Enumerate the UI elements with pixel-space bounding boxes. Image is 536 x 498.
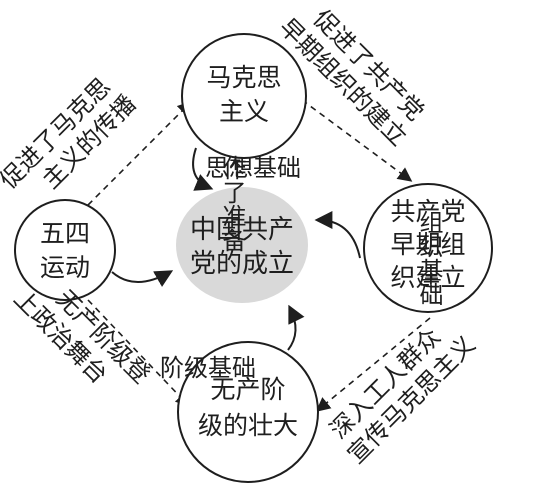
proletariat-node-line-1: 无产阶 [210, 375, 285, 404]
marxism-node-circle [181, 33, 307, 159]
may-fourth-node-line-1: 五四 [40, 219, 90, 248]
curved-arrow-mayfourth-to-center [111, 270, 174, 287]
curved-arrow-early-to-center [314, 211, 361, 259]
early-party-node-circle [363, 183, 493, 313]
edge-label-mayfourth-marxism: 促进了马克思 主义的传播 [0, 73, 142, 195]
relation-label-ideological: 思想基础 [205, 154, 301, 182]
marxism-node-line-2: 主义 [219, 97, 269, 126]
center-node-line-2: 党的成立 [190, 249, 294, 279]
marxism-node-line-1: 马克思 [206, 63, 281, 92]
center-node-line-1: 中国共产 [190, 215, 294, 245]
early-party-node-line-2: 早期组 [390, 230, 465, 259]
may-fourth-node-circle [14, 199, 116, 301]
dashed-arrow-mayfourth-to-proletariat [87, 299, 190, 408]
curved-arrow-proletariat-to-center [287, 304, 305, 351]
edge-label-early-proletariat: 深入工人群众 宣传马克思主义 [324, 323, 480, 469]
dashed-arrow-early-to-proletariat [315, 317, 431, 412]
early-party-node-line-1: 共产党 [390, 197, 465, 226]
proletariat-node-line-2: 级的壮大 [198, 411, 298, 440]
dashed-arrow-mayfourth-to-marxism [87, 100, 193, 206]
dashed-arrow-marxism-to-early [301, 99, 413, 182]
relation-label-class: 阶级基础 [160, 354, 256, 382]
proletariat-node-circle [177, 341, 319, 483]
early-party-node-line-3: 织建立 [390, 263, 465, 292]
center-node-circle [176, 187, 308, 303]
curved-arrow-marxism-to-center [192, 147, 214, 191]
may-fourth-node-line-2: 运动 [40, 253, 90, 282]
